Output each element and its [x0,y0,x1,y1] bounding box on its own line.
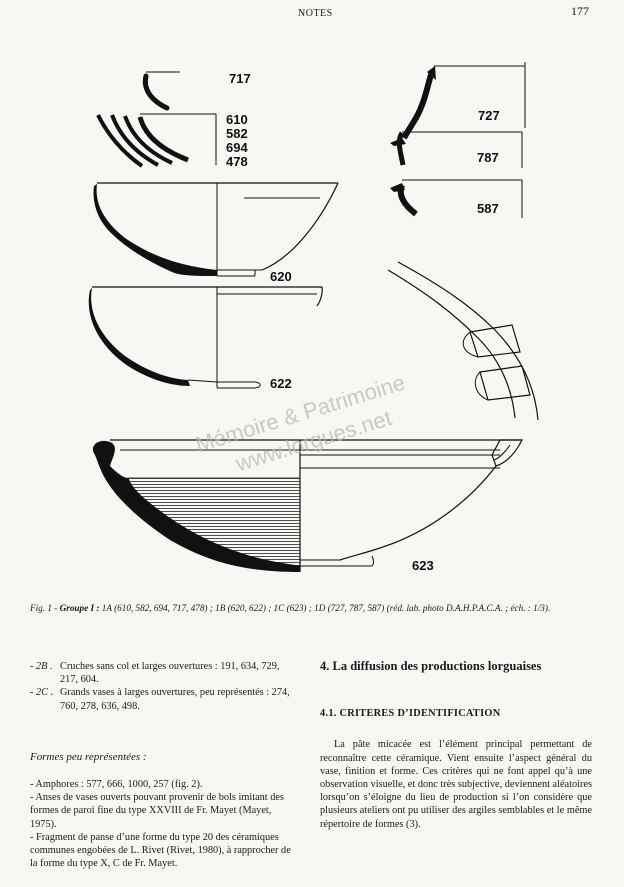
label-727: 727 [478,108,500,123]
label-582: 582 [226,126,248,141]
bowl-622 [88,286,323,389]
sherds-610-582-694-478 [96,113,217,168]
caption-group: Groupe I : [59,603,102,613]
label-620: 620 [270,269,292,284]
handle-fragment [387,261,539,421]
label-610: 610 [226,112,248,127]
section-title: 4. La diffusion des productions lorguais… [320,659,542,673]
item-code: - 2C . [30,687,54,699]
bowl-620 [93,182,339,277]
label-622: 622 [270,376,292,391]
left-column: - 2B . Cruches sans col et larges ouvertu… [30,660,300,870]
running-title: NOTES [298,8,333,19]
item-text: Grands vases à larges ouvertures, peu re… [60,687,290,712]
sherd-787 [390,131,523,168]
bullet-fragment: - Fragment de panse d’une forme du type … [30,831,291,870]
right-column: 4. La diffusion des productions lorguais… [320,659,592,831]
body-paragraph: La pâte micacée est l’élément principal … [320,739,592,830]
basin-623 [92,439,523,572]
sherd-727 [401,62,526,140]
subheading: Formes peu représentées : [30,750,147,763]
bullet-amphores: - Amphores : 577, 666, 1000, 257 (fig. 2… [30,779,203,791]
figure-caption: Fig. 1 - Groupe I : 1A (610, 582, 694, 7… [30,603,600,613]
list-item-2b: - 2B . Cruches sans col et larges ouvertu… [30,660,300,686]
caption-text: 1A (610, 582, 694, 717, 478) ; 1B (620, … [101,603,551,613]
page-number: 177 [571,4,589,18]
item-code: - 2B . [30,661,53,672]
item-text: Cruches sans col et larges ouvertures : … [60,661,280,686]
sherd-717 [142,71,180,111]
caption-fig: Fig. 1 - [30,603,60,613]
bullet-anses: - Anses de vases ouverts pouvant proveni… [30,792,284,830]
sherd-587 [390,179,523,218]
label-717: 717 [229,71,251,86]
label-587: 587 [477,201,499,216]
label-623: 623 [412,558,434,573]
label-787: 787 [477,150,499,165]
label-478: 478 [226,154,248,169]
list-item-2c: - 2C . Grands vases à larges ouvertures, … [30,686,300,712]
pottery-figure: 717 610 582 694 478 620 622 [88,62,539,573]
subsection-title: 4.1. CRITERES D’IDENTIFICATION [320,708,501,720]
label-694: 694 [226,140,248,155]
